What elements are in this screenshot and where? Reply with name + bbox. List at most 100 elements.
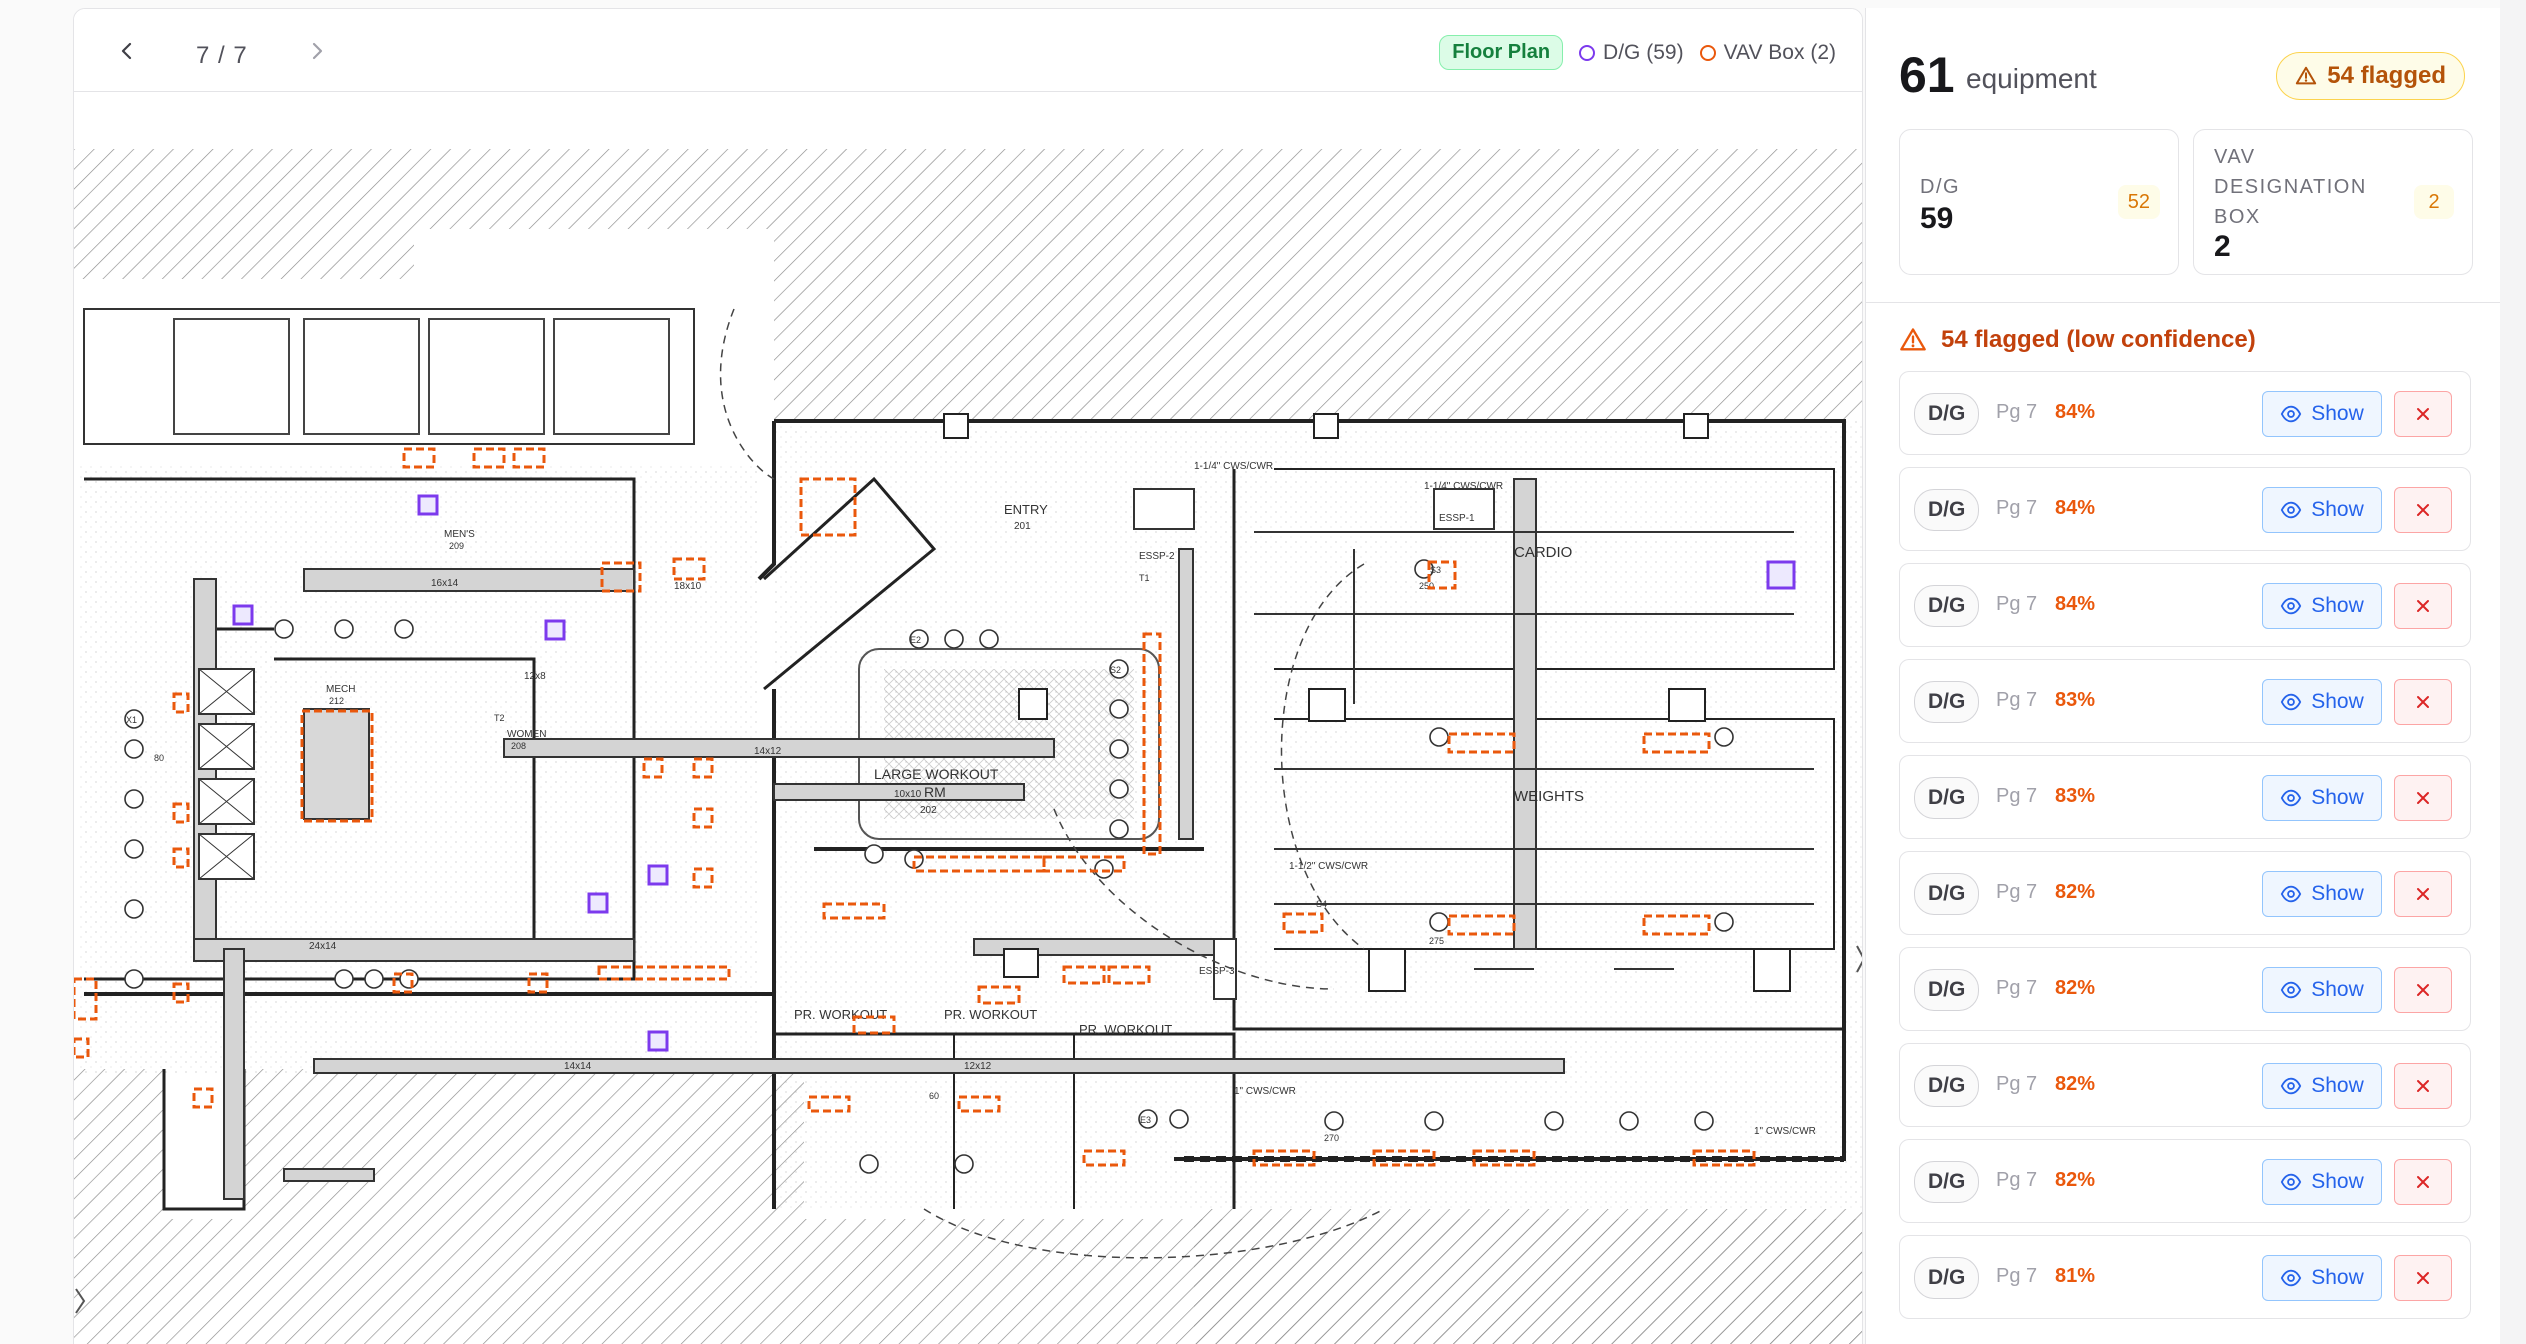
vav-dot-icon: [1699, 44, 1716, 61]
x-icon: [2417, 792, 2429, 804]
legend-label: VAV Box (2): [1723, 40, 1836, 64]
dismiss-button[interactable]: [2394, 679, 2452, 725]
scrollbar-track[interactable]: [2500, 0, 2526, 1344]
vav-marker: [1042, 855, 1126, 873]
dg-marker: [647, 864, 669, 886]
next-page-button[interactable]: [297, 31, 337, 71]
room-label-pr-workout: PR. WORKOUT: [794, 1007, 887, 1022]
duct-size: 12x12: [964, 1061, 992, 1072]
vav-marker: [1142, 632, 1162, 856]
equipment-label-essp3: ESSP-3: [1199, 966, 1235, 977]
drawing-labels: ENTRY 201 LARGE WORKOUT RM 202 MECH 212 …: [126, 461, 1816, 1143]
vav-marker: [1062, 965, 1106, 985]
pipe-label: 1" CWS/CWR: [1754, 1126, 1816, 1137]
pipe-label: 1-1/2" CWS/CWR: [1289, 861, 1368, 872]
dismiss-button[interactable]: [2394, 1159, 2452, 1205]
dg-marker: [587, 892, 609, 914]
legend-item-vav[interactable]: VAV Box (2): [1699, 40, 1836, 65]
duct-size: 14x14: [564, 1061, 592, 1072]
floor-plan-viewer: 7 / 7 Floor Plan D/G (59) VAV Box (2): [73, 8, 1863, 1344]
vav-marker: [402, 447, 436, 469]
summary-header: 61 equipment 54 flagged D/G 59 52 VAV DE…: [1866, 8, 2500, 303]
eye-icon: [2281, 1077, 2302, 1095]
stat-card-vav[interactable]: VAV DESIGNATION BOX 2 2: [2193, 129, 2473, 275]
equipment-type-chip: D/G: [1914, 1065, 1980, 1107]
x-icon: [2417, 504, 2429, 516]
floor-plan-drawing[interactable]: ENTRY 201 LARGE WORKOUT RM 202 MECH 212 …: [74, 149, 1863, 1344]
page-ref: Pg 7: [1996, 689, 2038, 711]
dismiss-button[interactable]: [2394, 1255, 2452, 1301]
room-label-pr-workout: PR. WORKOUT: [1079, 1022, 1172, 1037]
tag-label: X1: [126, 715, 137, 725]
show-button[interactable]: Show: [2262, 1255, 2382, 1301]
flagged-detections[interactable]: [74, 447, 1756, 1167]
confidence-value: 83%: [2055, 785, 2096, 807]
tag-label: S4: [1316, 899, 1327, 909]
show-button[interactable]: Show: [2262, 583, 2382, 629]
column-markers: [943, 413, 1791, 992]
rack-lines: [1254, 531, 1814, 970]
confidence-value: 82%: [2055, 1169, 2096, 1191]
equipment-type-chip: D/G: [1914, 969, 1980, 1011]
flagged-pill[interactable]: 54 flagged: [2276, 52, 2465, 100]
dismiss-button[interactable]: [2394, 583, 2452, 629]
eye-icon: [2281, 597, 2302, 615]
dismiss-button[interactable]: [2394, 967, 2452, 1013]
room-label-large-workout: LARGE WORKOUT: [874, 766, 999, 782]
vav-marker: [172, 692, 190, 714]
equipment-type-chip: D/G: [1914, 393, 1980, 435]
confidence-value: 84%: [2055, 497, 2096, 519]
legend: Floor Plan D/G (59) VAV Box (2): [1439, 35, 1836, 70]
vav-marker: [392, 972, 414, 994]
eye-icon: [2281, 1173, 2302, 1191]
previous-page-button[interactable]: [107, 31, 147, 71]
confidence-value: 82%: [2055, 977, 2096, 999]
legend-item-dg[interactable]: D/G (59): [1579, 41, 1684, 65]
equipment-type-chip: D/G: [1914, 681, 1980, 723]
x-icon: [2417, 984, 2429, 996]
show-button-label: Show: [2311, 498, 2364, 521]
vav-marker: [799, 477, 857, 537]
show-button[interactable]: Show: [2262, 775, 2382, 821]
vav-marker: [977, 985, 1021, 1005]
show-button[interactable]: Show: [2262, 871, 2382, 917]
dismiss-button[interactable]: [2394, 487, 2452, 533]
show-button[interactable]: Show: [2262, 679, 2382, 725]
show-button[interactable]: Show: [2262, 967, 2382, 1013]
dismiss-button[interactable]: [2394, 871, 2452, 917]
tag-label: T2: [494, 713, 505, 723]
dg-marker: [417, 494, 439, 516]
show-button[interactable]: Show: [2262, 1063, 2382, 1109]
vav-marker: [172, 847, 190, 869]
page-ref: Pg 7: [1996, 1169, 2038, 1191]
vav-marker: [192, 1087, 214, 1109]
show-button-label: Show: [2311, 978, 2364, 1001]
dg-detections[interactable]: [232, 494, 1796, 1052]
room-label-entry: ENTRY: [1004, 502, 1048, 517]
eye-icon: [2281, 981, 2302, 999]
dismiss-button[interactable]: [2394, 391, 2452, 437]
x-icon: [2417, 696, 2429, 708]
stat-card-dg[interactable]: D/G 59 52: [1899, 129, 2179, 275]
dismiss-button[interactable]: [2394, 1063, 2452, 1109]
show-button-label: Show: [2311, 1170, 2364, 1193]
show-button[interactable]: Show: [2262, 391, 2382, 437]
pan-arrows[interactable]: [75, 945, 1863, 1314]
show-button[interactable]: Show: [2262, 487, 2382, 533]
flagged-heading-text: 54 flagged (low confidence): [1941, 326, 2256, 353]
vav-marker: [1447, 914, 1516, 936]
dg-marker: [647, 1030, 669, 1052]
dg-dot-icon: [1579, 44, 1596, 61]
show-button[interactable]: Show: [2262, 1159, 2382, 1205]
dismiss-button[interactable]: [2394, 775, 2452, 821]
